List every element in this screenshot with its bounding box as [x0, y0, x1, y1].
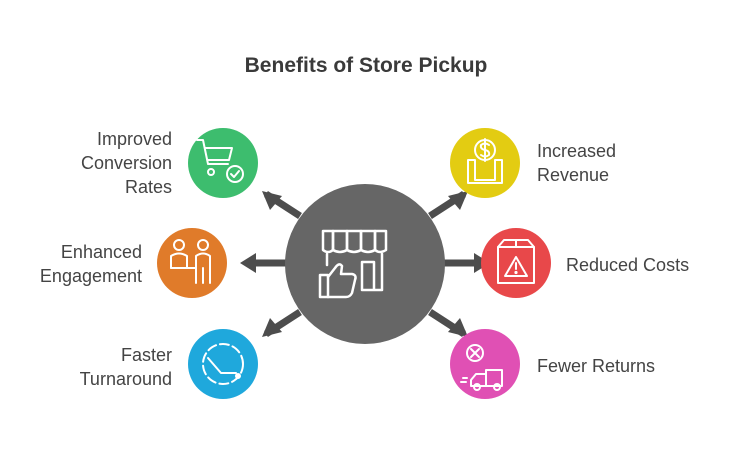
arrowhead-lower-left	[262, 318, 282, 337]
label-line: Reduced Costs	[566, 255, 690, 275]
label-enhanced-engagement: Enhanced Engagement	[40, 240, 142, 288]
arrows	[240, 191, 490, 337]
node-enhanced-engagement	[157, 228, 227, 298]
label-line: Rates	[124, 177, 172, 197]
label-fewer-returns: Fewer Returns	[537, 354, 655, 378]
store-thumbs-up-icon	[318, 229, 388, 299]
box-warning-icon	[497, 239, 535, 284]
people-icon	[170, 239, 211, 284]
clock-icon	[202, 343, 244, 385]
label-line: Improved	[96, 129, 172, 149]
node-reduced-costs	[481, 228, 551, 298]
label-line: Turnaround	[79, 369, 172, 389]
label-increased-revenue: Increased Revenue	[537, 139, 616, 187]
label-line: Engagement	[39, 266, 142, 286]
money-box-icon	[467, 138, 503, 184]
arrowhead-upper-right	[448, 191, 468, 210]
label-line: Faster	[120, 345, 172, 365]
arrowhead-lower-right	[448, 318, 468, 337]
node-improved-conversion	[188, 128, 258, 198]
label-line: Enhanced	[60, 242, 142, 262]
label-line: Increased	[537, 141, 617, 161]
node-faster-turnaround	[188, 329, 258, 399]
arrowhead-upper-left	[262, 191, 282, 210]
label-reduced-costs: Reduced Costs	[566, 253, 689, 277]
label-improved-conversion-rates: Improved Conversion Rates	[81, 127, 172, 199]
label-faster-turnaround: Faster Turnaround	[80, 343, 172, 391]
label-line: Conversion	[80, 153, 172, 173]
diagram-title: Benefits of Store Pickup	[244, 54, 488, 77]
node-increased-revenue	[450, 128, 520, 198]
center-hub	[285, 184, 445, 344]
node-fewer-returns	[450, 329, 520, 399]
truck-x-icon	[460, 344, 503, 391]
label-line: Fewer Returns	[537, 356, 656, 376]
label-line: Revenue	[537, 165, 610, 185]
cart-check-icon	[196, 139, 244, 183]
arrowhead-left	[240, 253, 256, 273]
